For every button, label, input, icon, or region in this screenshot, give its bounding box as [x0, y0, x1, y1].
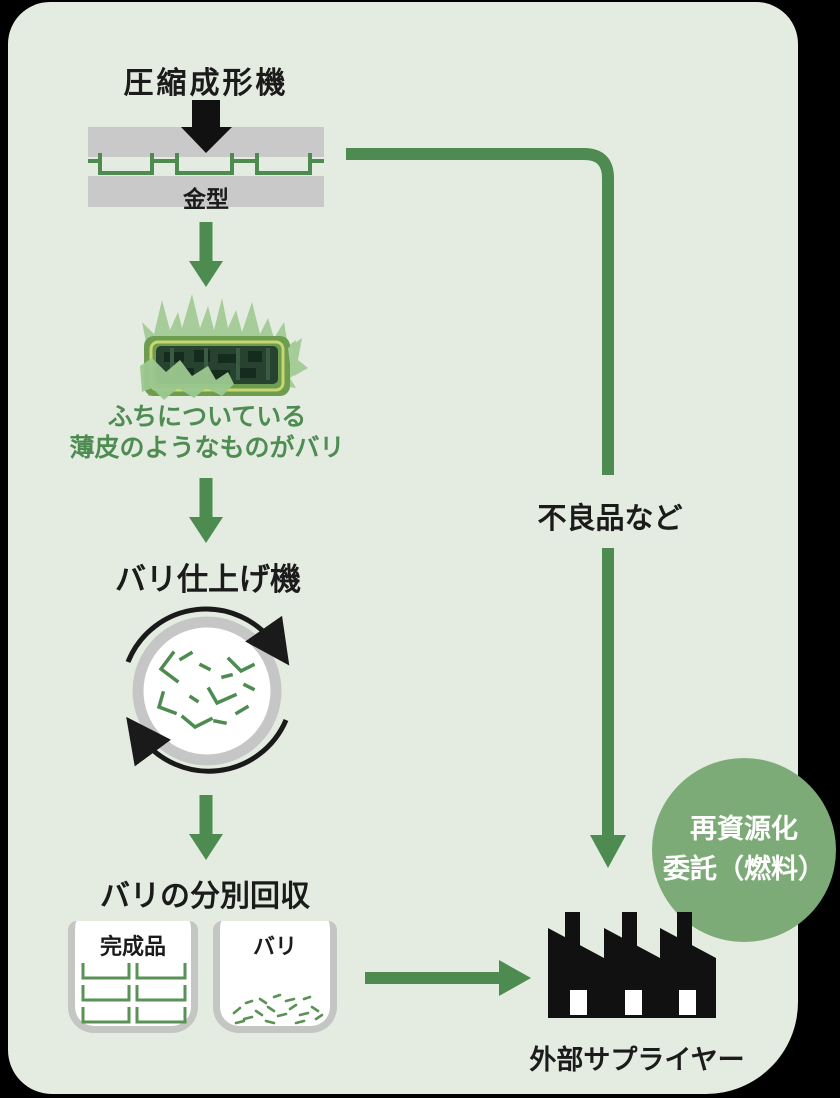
bin-burr: バリ — [213, 921, 337, 1033]
factory-icon — [548, 912, 716, 1018]
reject-branch-label: 不良品など — [537, 501, 683, 535]
tumbler-icon — [125, 606, 290, 774]
bin-burr-label: バリ — [252, 935, 297, 960]
press-down-arrow-icon — [181, 100, 232, 153]
down-arrow-icon-1 — [189, 222, 223, 287]
burr-caption-line2: 薄皮のようなものがバリ — [69, 433, 345, 462]
down-arrow-icon-2 — [189, 478, 223, 543]
mold-label: 金型 — [183, 187, 229, 213]
bin-finished-trays-icon — [81, 963, 187, 1024]
supplier-label: 外部サプライヤー — [529, 1045, 745, 1076]
recycle-badge-line2: 委託（燃料） — [663, 854, 825, 885]
down-arrow-icon-3 — [189, 795, 223, 860]
burr-caption: ふちについている 薄皮のようなものがバリ — [30, 401, 384, 463]
separation-title: バリの分別回収 — [100, 879, 310, 914]
burr-caption-line1: ふちについている — [107, 402, 307, 431]
recycle-badge-line1: 再資源化 — [690, 814, 798, 845]
finisher-title: バリ仕上げ機 — [115, 562, 301, 598]
supply-arrow-icon — [365, 960, 531, 996]
bin-burr-flakes-icon — [232, 993, 324, 1025]
bin-finished-label: 完成品 — [99, 935, 166, 960]
press-title: 圧縮成形機 — [123, 66, 289, 101]
molded-tray-photo — [140, 294, 308, 400]
bin-finished: 完成品 — [68, 921, 198, 1033]
recycle-badge: 再資源化 委託（燃料） — [652, 758, 836, 942]
